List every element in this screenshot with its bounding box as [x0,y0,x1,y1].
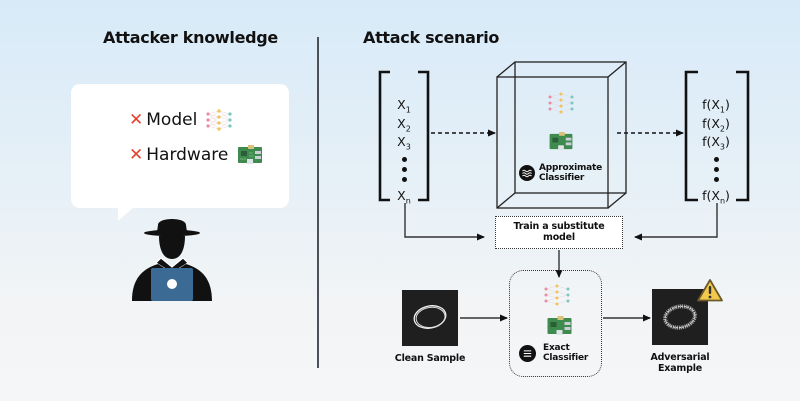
neural-network-icon [544,284,570,306]
arrow-outputs-to-train [634,203,718,241]
adversarial-example-image [652,289,708,345]
adversarial-example-caption: Adversarial Example [650,352,710,374]
input-vector-brackets [378,70,430,202]
exact-classifier-box [509,270,602,377]
knowledge-label: Hardware [146,145,229,165]
warning-icon [697,279,723,302]
circuit-board-icon [238,145,263,164]
circuit-board-icon [547,316,572,335]
cross-mark-icon: ✕ [129,145,144,165]
neural-network-icon [548,92,574,114]
train-substitute-box: Train a substitute model [495,216,623,249]
input-vector: X1 X2 X3 Xn [381,72,427,205]
ellipsis-dot [401,176,407,182]
panel-title-attack-scenario: Attack scenario [363,28,500,47]
knowledge-label: Model [146,110,198,130]
vector-entry: f(X1) [702,97,730,115]
cross-mark-icon: ✕ [129,110,144,130]
panel-title-attacker-knowledge: Attacker knowledge [103,28,278,47]
vector-entry: f(X2) [702,115,730,134]
ellipsis-dot [713,166,719,172]
clean-sample-image [402,290,458,346]
panel-divider [317,37,319,368]
arrow-inputs-to-train [404,203,485,241]
ellipsis-dot [713,176,719,182]
output-vector-brackets [684,70,750,202]
digit-zero-glyph [413,305,447,329]
ellipsis-dot [713,156,719,162]
ellipsis-dot [401,156,407,162]
approx-classifier-label: Approximate Classifier [519,163,602,183]
neural-network-icon [206,109,232,131]
vector-entry: f(Xn) [702,187,730,206]
circuit-board-icon [549,132,573,151]
knowledge-item-model: ✕ Model [129,109,232,131]
vector-entry: X2 [397,115,411,134]
vector-entry: Xn [397,187,411,206]
approx-classifier-box [496,61,627,209]
vector-entry: f(X3) [702,134,730,152]
noisy-digit-zero-glyph [663,304,697,330]
menu-lines-icon [519,344,536,362]
exact-classifier-label: Exact Classifier [519,343,588,363]
vector-entry: X1 [397,97,411,115]
wavy-lines-icon [519,165,535,181]
ellipsis-dot [401,166,407,172]
clean-sample-caption: Clean Sample [394,353,466,364]
bubble-tail [118,207,134,221]
hacker-with-laptop-icon [132,219,212,301]
output-vector: f(X1) f(X2) f(X3) f(Xn) [684,72,748,205]
vector-entry: X3 [397,134,411,152]
knowledge-item-hardware: ✕ Hardware [129,145,263,165]
